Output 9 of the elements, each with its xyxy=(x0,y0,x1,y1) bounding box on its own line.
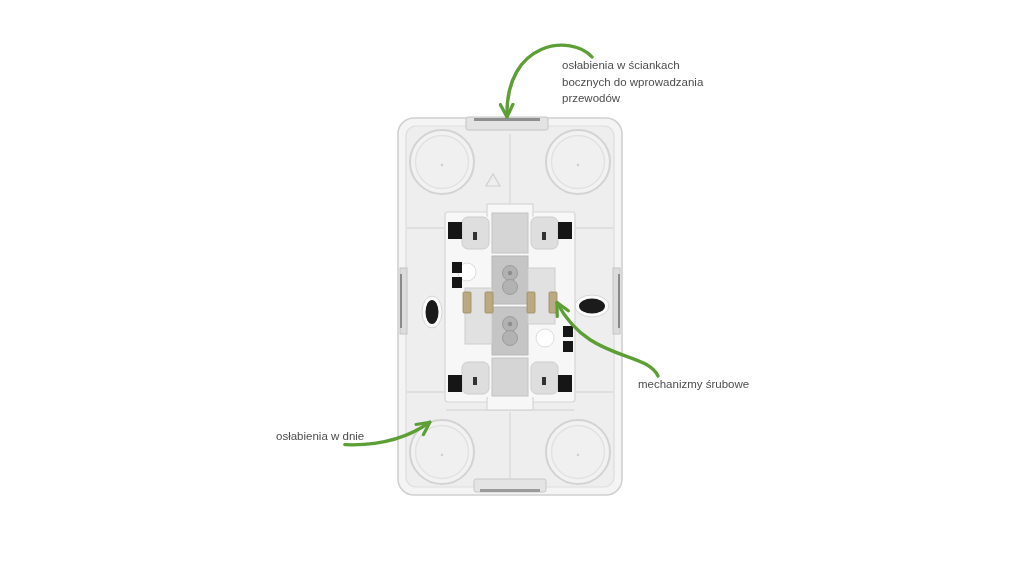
leader-arrow xyxy=(499,43,594,119)
knockout-slot xyxy=(465,116,549,131)
callout-text: osłabienia w ściankach bocznych do wprowadzania przewodów xyxy=(562,57,712,107)
leader-arrow xyxy=(343,420,432,447)
screw-terminal xyxy=(548,291,558,314)
knockout-circle xyxy=(409,419,475,485)
callout-text: osłabienia w dnie xyxy=(276,428,365,445)
leader-arrow xyxy=(555,300,660,378)
callout-text: mechanizmy śrubowe xyxy=(638,376,750,393)
